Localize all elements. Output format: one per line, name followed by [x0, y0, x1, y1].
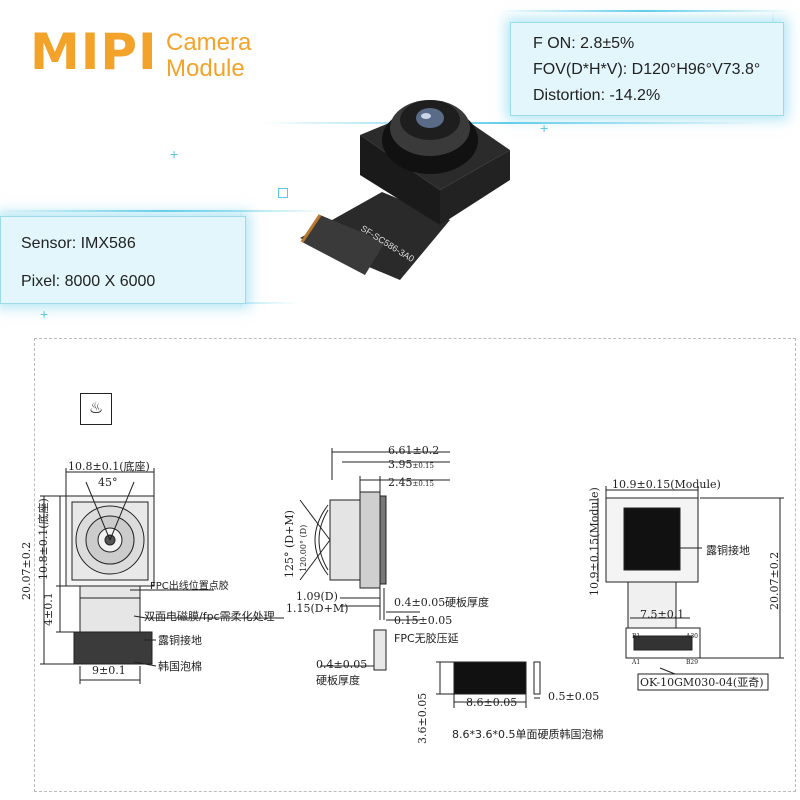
back-view-drawing — [597, 486, 784, 691]
dim-connector-width: 7.5±0.1 — [640, 608, 685, 621]
note-dispense: FPC出线位置点胶 — [150, 581, 229, 592]
note-back-copper: 露铜接地 — [706, 544, 750, 557]
dim-back-total-height: 20.07±0.2 — [768, 551, 781, 610]
side-view-drawing — [299, 448, 450, 671]
dim-angle-125: 125° (D+M) — [283, 510, 296, 578]
square-icon — [278, 188, 288, 198]
dim-3-95: 3.95±0.15 — [388, 458, 434, 473]
spec-f-on: F ON: 2.8±5% — [533, 35, 635, 52]
dim-0-15: 0.15±0.05 — [394, 614, 453, 627]
note-stiffener-top: 硬板厚度 — [445, 596, 489, 609]
brand-title: MIPI — [30, 23, 158, 81]
dim-3-95-value: 3.95 — [388, 458, 413, 471]
dim-back-width: 10.9±0.15(Module) — [612, 478, 721, 491]
note-emi-tape: 双面电磁膜/fpc需柔化处理 — [144, 610, 275, 623]
note-foam-caption: 8.6*3.6*0.5单面硬质韩国泡棉 — [452, 728, 604, 741]
plus-icon: + — [40, 306, 49, 322]
pin-b1: B1 — [632, 633, 641, 640]
subtitle-line-2: Module — [166, 55, 245, 82]
dim-total-height: 20.07±0.2 — [20, 541, 33, 600]
dim-back-height: 10.9±0.15(Module) — [588, 487, 601, 596]
spec-pixel: Pixel: 8000 X 6000 — [21, 273, 156, 290]
plus-icon: + — [170, 146, 179, 162]
foam-drawing — [436, 661, 541, 708]
dim-1-15: 1.15(D+M) — [286, 602, 349, 615]
spec-box-sensor: Sensor: IMX586 Pixel: 8000 X 6000 — [0, 216, 246, 304]
deco-glow-line — [260, 122, 760, 124]
spec-distortion: Distortion: -14.2% — [533, 87, 661, 104]
note-copper-ground: 露铜接地 — [158, 634, 202, 647]
dim-flex-height: 4±0.1 — [42, 592, 55, 626]
dim-0-4-bottom: 0.4±0.05 — [316, 658, 368, 671]
dim-2-45-value: 2.45 — [388, 476, 413, 489]
camera-module-photo: SF-SC586-3A0 — [300, 100, 510, 280]
connector-part-number: OK-10GM030-04(亚奇) — [640, 676, 764, 689]
dim-foam-thickness: 0.5±0.05 — [548, 690, 600, 703]
brand-subtitle: Camera Module — [166, 30, 251, 82]
esd-warning-icon: ♨ — [80, 393, 112, 425]
front-view-drawing — [40, 468, 284, 684]
dim-angle-120: 120.00° (D) — [299, 524, 308, 572]
spec-sensor: Sensor: IMX586 — [21, 235, 136, 252]
pin-b29: B29 — [686, 659, 699, 666]
dim-foam-width: 8.6±0.05 — [466, 696, 518, 709]
dim-bottom-width: 9±0.1 — [92, 664, 126, 677]
note-stiffener-bottom: 硬板厚度 — [316, 674, 360, 687]
dim-height-base: 10.8±0.1(底座) — [37, 498, 50, 580]
dim-foam-height: 3.6±0.05 — [416, 692, 429, 744]
plus-icon: + — [540, 120, 549, 136]
note-fpc-rolled: FPC无胶压延 — [394, 632, 459, 645]
pin-a30: A30 — [686, 633, 698, 640]
dim-angle-45: 45° — [98, 476, 118, 489]
spec-box-optics: F ON: 2.8±5% FOV(D*H*V): D120°H96°V73.8°… — [510, 22, 784, 116]
dim-3-95-tol: ±0.15 — [412, 462, 434, 470]
spec-fov: FOV(D*H*V): D120°H96°V73.8° — [533, 61, 761, 78]
dim-1-09: 1.09(D) — [296, 590, 338, 603]
deco-glow-line — [0, 210, 330, 212]
pin-a1: A1 — [632, 659, 641, 666]
subtitle-line-1: Camera — [166, 29, 252, 56]
deco-glow-line — [500, 10, 790, 12]
note-korean-foam: 韩国泡棉 — [158, 660, 202, 673]
technical-drawing-frame — [34, 338, 796, 792]
dim-6-61: 6.61±0.2 — [388, 444, 440, 457]
dim-2-45-tol: ±0.15 — [412, 480, 434, 488]
dim-0-4-top: 0.4±0.05 — [394, 596, 446, 609]
dim-width-base: 10.8±0.1(底座) — [68, 460, 150, 473]
dim-2-45: 2.45±0.15 — [388, 476, 434, 491]
